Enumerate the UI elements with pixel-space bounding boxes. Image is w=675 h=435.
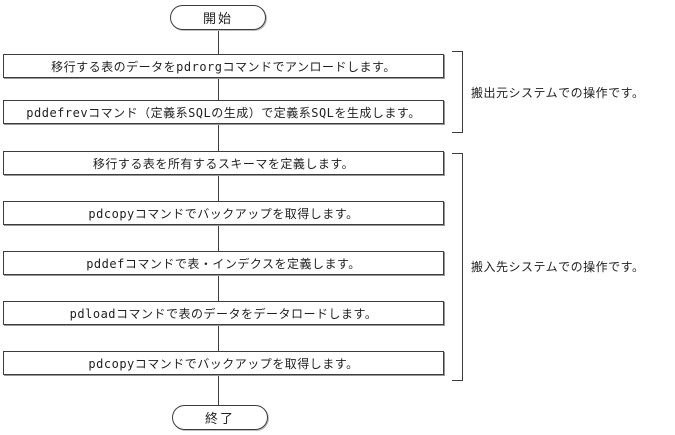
connector-line	[218, 375, 219, 405]
step-label: pdloadコマンドで表のデータをデータロードします。	[69, 306, 378, 321]
step-box-pdload: pdloadコマンドで表のデータをデータロードします。	[3, 301, 444, 325]
end-terminal-label: 終了	[204, 412, 235, 427]
step-box-pddef: pddefコマンドで表・インデクスを定義します。	[3, 251, 444, 275]
step-label: pddefrevコマンド（定義系SQLの生成）で定義系SQLを生成します。	[26, 105, 421, 120]
step-box-pdcopy-1: pdcopyコマンドでバックアップを取得します。	[3, 201, 444, 225]
end-terminal: 終了	[172, 405, 268, 430]
step-label: pdcopyコマンドでバックアップを取得します。	[88, 206, 359, 221]
connector-line	[218, 124, 219, 151]
step-box-define-schema: 移行する表を所有するスキーマを定義します。	[3, 151, 444, 175]
step-box-pdcopy-2: pdcopyコマンドでバックアップを取得します。	[3, 351, 444, 375]
group-label-source: 搬出元システムでの操作です。	[471, 86, 645, 100]
connector-line	[218, 325, 219, 351]
group-label-destination: 搬入先システムでの操作です。	[471, 260, 645, 274]
step-label: pdcopyコマンドでバックアップを取得します。	[88, 356, 359, 371]
group-bracket-destination	[452, 153, 463, 381]
connector-line	[218, 225, 219, 251]
step-label: pddefコマンドで表・インデクスを定義します。	[86, 256, 361, 271]
group-bracket-source	[452, 51, 463, 133]
connector-line	[218, 29, 219, 54]
step-box-pddefrev: pddefrevコマンド（定義系SQLの生成）で定義系SQLを生成します。	[3, 100, 444, 124]
connector-line	[218, 78, 219, 100]
start-terminal-label: 開始	[202, 12, 233, 27]
step-label: 移行する表のデータをpdrorgコマンドでアンロードします。	[51, 59, 396, 74]
step-label: 移行する表を所有するスキーマを定義します。	[92, 156, 355, 171]
start-terminal: 開始	[170, 5, 266, 30]
connector-line	[218, 175, 219, 201]
step-box-unload: 移行する表のデータをpdrorgコマンドでアンロードします。	[3, 54, 444, 78]
connector-line	[218, 275, 219, 301]
